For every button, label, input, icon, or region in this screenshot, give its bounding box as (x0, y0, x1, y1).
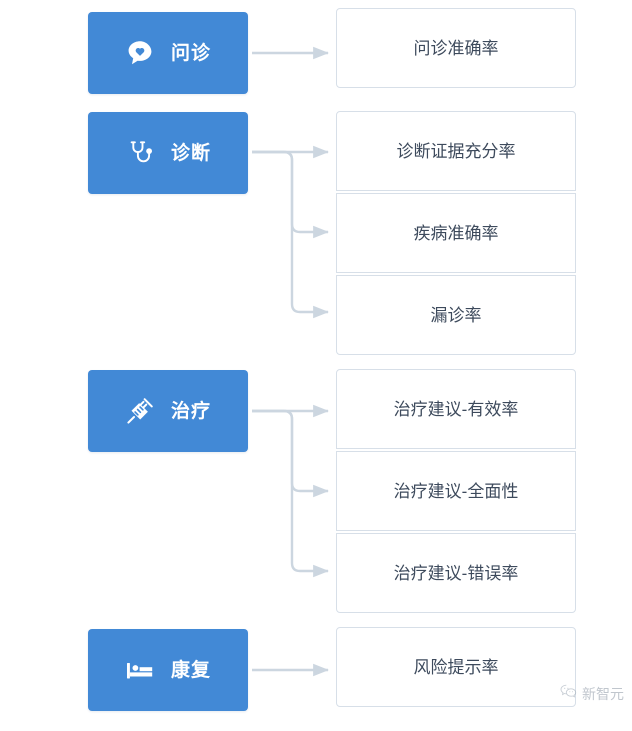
stethoscope-icon (125, 138, 155, 168)
syringe-icon (125, 396, 155, 426)
metric-box[interactable]: 漏诊率 (336, 275, 576, 355)
stage-block-treat[interactable]: 治疗 (88, 370, 248, 452)
metric-group-diagnose: 诊断证据充分率 疾病准确率 漏诊率 (336, 111, 576, 355)
metric-label: 治疗建议-错误率 (393, 563, 519, 583)
metric-box[interactable]: 治疗建议-错误率 (336, 533, 576, 613)
hospital-bed-icon (125, 655, 155, 685)
metric-label: 治疗建议-全面性 (393, 481, 519, 501)
metric-box[interactable]: 诊断证据充分率 (336, 111, 576, 191)
metric-label: 治疗建议-有效率 (393, 399, 519, 419)
connector-treat-2 (252, 409, 329, 498)
metric-group-consult: 问诊准确率 (336, 8, 576, 88)
connector-treat-3 (252, 409, 329, 578)
stage-label-diagnose: 诊断 (170, 142, 211, 164)
stage-block-diagnose[interactable]: 诊断 (88, 112, 248, 194)
metric-box[interactable]: 治疗建议-有效率 (336, 369, 576, 449)
stage-label-rehab: 康复 (170, 659, 211, 681)
stage-label-treat: 治疗 (170, 400, 211, 422)
metric-label: 问诊准确率 (413, 38, 499, 58)
metric-box[interactable]: 疾病准确率 (336, 193, 576, 273)
stage-block-consult[interactable]: 问诊 (88, 12, 248, 94)
metric-box[interactable]: 问诊准确率 (336, 8, 576, 88)
metric-group-treat: 治疗建议-有效率 治疗建议-全面性 治疗建议-错误率 (336, 369, 576, 613)
metric-box[interactable]: 风险提示率 (336, 627, 576, 707)
watermark: 新智元 (560, 684, 624, 704)
connector-diagnose-3 (252, 150, 329, 319)
metric-label: 风险提示率 (413, 657, 499, 677)
watermark-text: 新智元 (582, 686, 624, 702)
speech-bubble-heart-icon (125, 38, 155, 68)
stage-label-consult: 问诊 (170, 42, 211, 64)
metric-box[interactable]: 治疗建议-全面性 (336, 451, 576, 531)
metric-label: 漏诊率 (430, 305, 482, 325)
metric-label: 诊断证据充分率 (396, 141, 516, 161)
connector-diagnose-2 (252, 150, 329, 239)
metric-group-rehab: 风险提示率 (336, 627, 576, 707)
stage-block-rehab[interactable]: 康复 (88, 629, 248, 711)
wechat-icon (560, 684, 577, 704)
metric-label: 疾病准确率 (413, 223, 499, 243)
